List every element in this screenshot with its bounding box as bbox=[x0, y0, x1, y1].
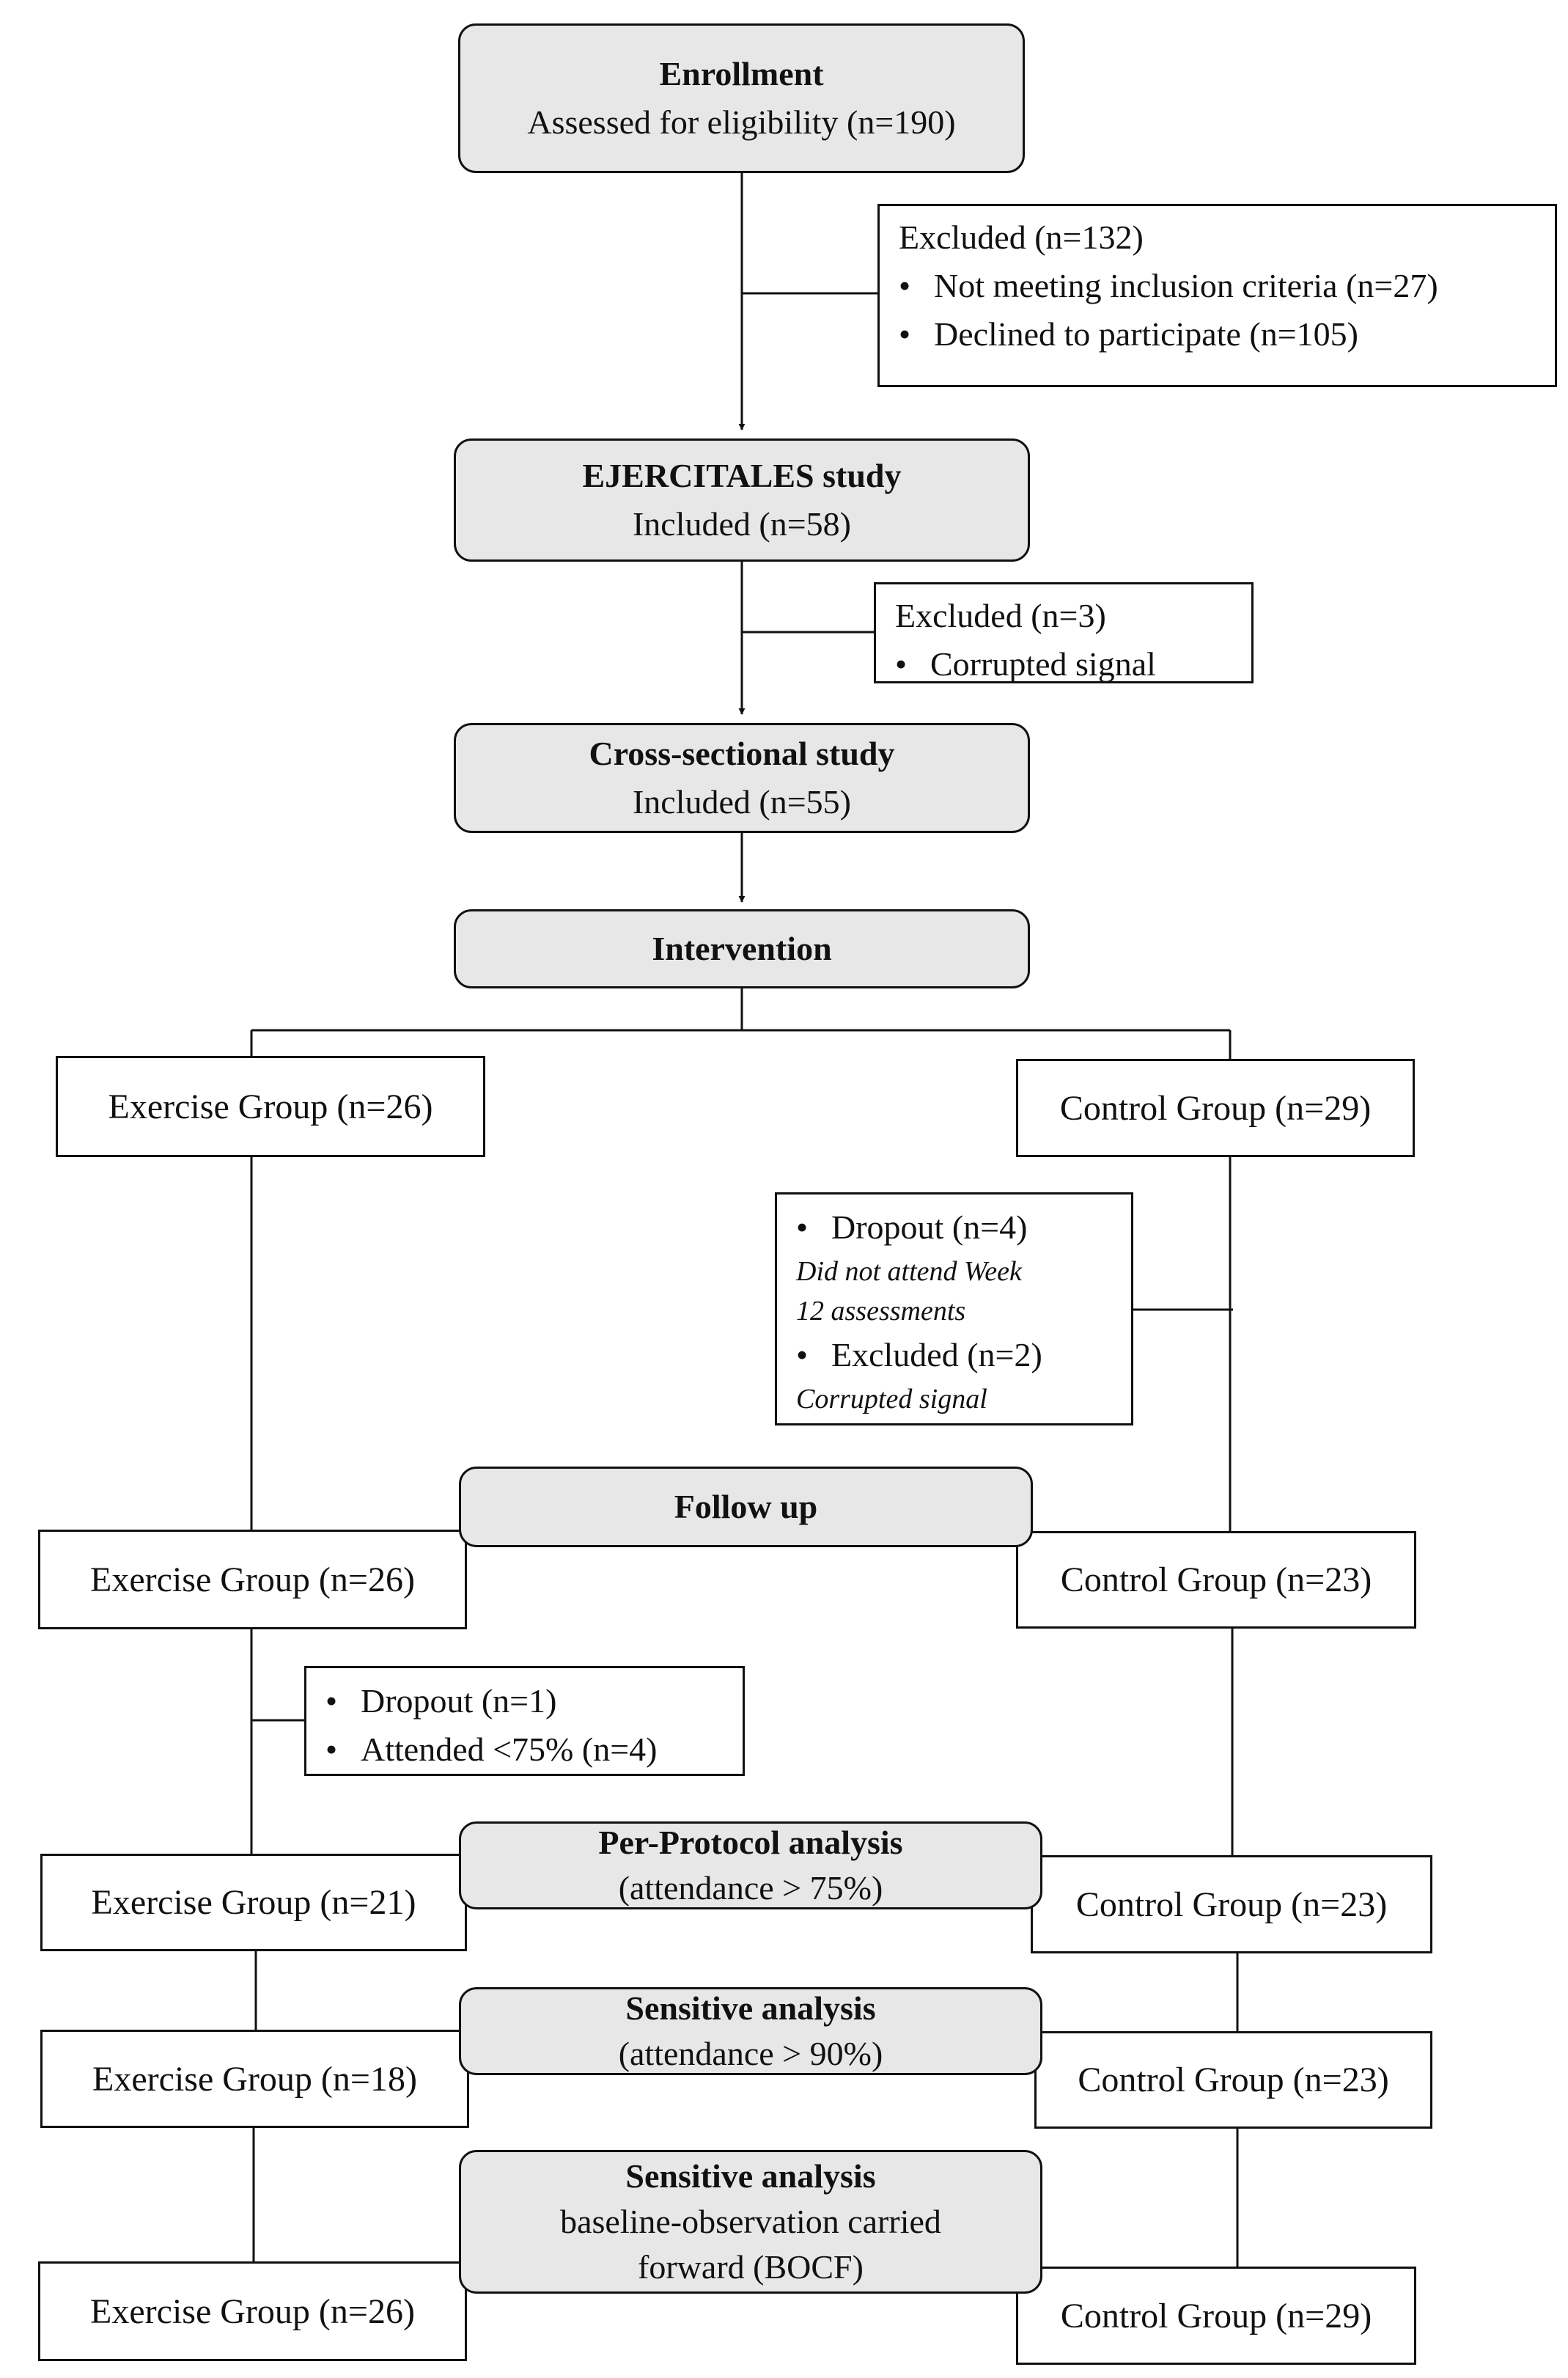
enrollment-box: Enrollment Assessed for eligibility (n=1… bbox=[458, 23, 1025, 173]
exercise-group-intervention: Exercise Group (n=26) bbox=[56, 1056, 485, 1157]
exercise-group-bocf: Exercise Group (n=26) bbox=[38, 2261, 467, 2361]
cross-sectional-subtitle: Included (n=55) bbox=[632, 783, 851, 821]
excluded-3-item: •Corrupted signal bbox=[895, 645, 1156, 683]
excluded-3-title: Excluded (n=3) bbox=[895, 597, 1106, 634]
per-protocol-title: Per-Protocol analysis bbox=[598, 1824, 903, 1861]
ejercitales-box: EJERCITALES study Included (n=58) bbox=[454, 438, 1030, 562]
sensitive-90-subtitle: (attendance > 90%) bbox=[618, 2035, 883, 2072]
sensitive-90-box: Sensitive analysis (attendance > 90%) bbox=[459, 1987, 1042, 2075]
sensitive-90-title: Sensitive analysis bbox=[625, 1989, 876, 2027]
control-dropout-note: Did not attend Week bbox=[796, 1256, 1022, 1287]
follow-up-title: Follow up bbox=[674, 1488, 818, 1525]
sensitive-bocf-line: forward (BOCF) bbox=[638, 2248, 864, 2286]
sensitive-bocf-title: Sensitive analysis bbox=[625, 2157, 876, 2195]
sensitive-bocf-box: Sensitive analysis baseline-observation … bbox=[459, 2150, 1042, 2294]
follow-up-box: Follow up bbox=[459, 1467, 1033, 1547]
intervention-title: Intervention bbox=[652, 930, 832, 967]
excluded-132-item: •Not meeting inclusion criteria (n=27) bbox=[899, 267, 1438, 304]
control-group-sensitive-90: Control Group (n=23) bbox=[1034, 2031, 1432, 2129]
control-exclusion-box: •Dropout (n=4) Did not attend Week 12 as… bbox=[775, 1192, 1133, 1425]
control-excluded: •Excluded (n=2) bbox=[796, 1336, 1042, 1373]
connector-intervention-split bbox=[250, 988, 1232, 1059]
enrollment-title: Enrollment bbox=[659, 55, 824, 92]
sensitive-bocf-line: baseline-observation carried bbox=[560, 2203, 941, 2240]
excluded-132-box: Excluded (n=132) •Not meeting inclusion … bbox=[877, 204, 1557, 387]
intervention-box: Intervention bbox=[454, 909, 1030, 988]
per-protocol-box: Per-Protocol analysis (attendance > 75%) bbox=[459, 1821, 1042, 1909]
control-dropout-note: 12 assessments bbox=[796, 1296, 966, 1326]
exercise-attended: •Attended <75% (n=4) bbox=[325, 1731, 658, 1768]
cross-sectional-title: Cross-sectional study bbox=[589, 735, 895, 772]
exercise-group-per-protocol: Exercise Group (n=21) bbox=[40, 1854, 467, 1951]
control-group-follow-up: Control Group (n=23) bbox=[1016, 1531, 1416, 1629]
exercise-exclusion-box: •Dropout (n=1) •Attended <75% (n=4) bbox=[304, 1666, 745, 1776]
ejercitales-title: EJERCITALES study bbox=[582, 457, 902, 494]
exercise-dropout: •Dropout (n=1) bbox=[325, 1682, 557, 1720]
control-excluded-note: Corrupted signal bbox=[796, 1384, 987, 1414]
control-dropout: •Dropout (n=4) bbox=[796, 1208, 1028, 1246]
control-group-per-protocol: Control Group (n=23) bbox=[1031, 1855, 1432, 1953]
exercise-group-sensitive-90: Exercise Group (n=18) bbox=[40, 2030, 469, 2128]
cross-sectional-box: Cross-sectional study Included (n=55) bbox=[454, 723, 1030, 833]
excluded-132-item: •Declined to participate (n=105) bbox=[899, 315, 1358, 353]
per-protocol-subtitle: (attendance > 75%) bbox=[618, 1869, 883, 1907]
enrollment-subtitle: Assessed for eligibility (n=190) bbox=[527, 103, 956, 141]
control-group-bocf: Control Group (n=29) bbox=[1016, 2267, 1416, 2365]
exercise-group-follow-up: Exercise Group (n=26) bbox=[38, 1530, 467, 1629]
control-group-intervention: Control Group (n=29) bbox=[1016, 1059, 1415, 1157]
ejercitales-subtitle: Included (n=58) bbox=[632, 505, 851, 543]
excluded-3-box: Excluded (n=3) •Corrupted signal bbox=[874, 582, 1254, 683]
excluded-132-title: Excluded (n=132) bbox=[899, 219, 1144, 256]
